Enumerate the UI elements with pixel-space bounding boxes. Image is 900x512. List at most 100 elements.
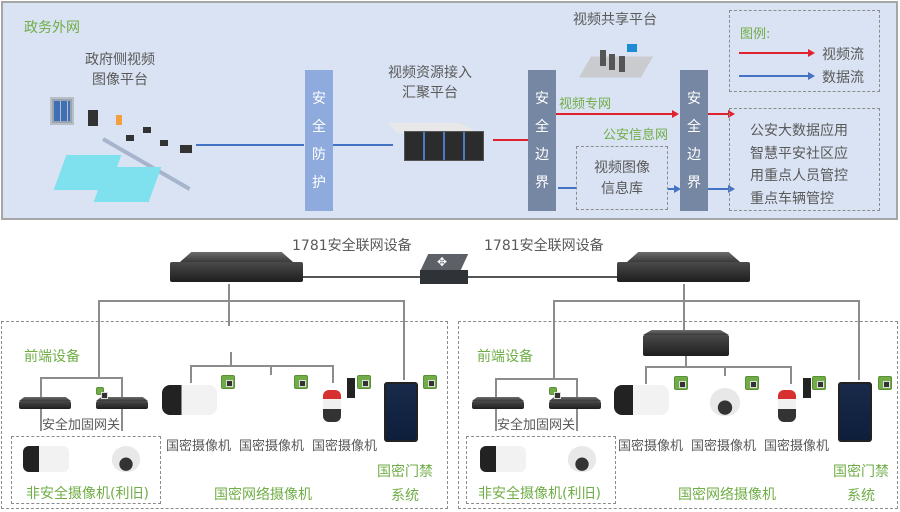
link-line (576, 409, 578, 431)
crypto-chip-icon (357, 375, 371, 389)
link-line (724, 366, 726, 376)
access-control-terminal-icon (838, 382, 872, 442)
security-boundary-left: 安 全 边 界 (528, 70, 556, 211)
link-line (230, 352, 232, 365)
bar-char: 安 (535, 90, 549, 107)
link-line (403, 300, 405, 380)
secure-network-device-left (170, 252, 303, 284)
camera-zone-2 (93, 167, 162, 202)
bar-char: 全 (535, 118, 549, 135)
video-wall-icon (50, 97, 74, 125)
crypto-chip-icon (294, 375, 308, 389)
police-net-label: 公安信息网 (603, 128, 669, 143)
gm-access-line1: 国密门禁 (377, 464, 433, 480)
link-line (190, 365, 332, 367)
link-line (553, 300, 555, 378)
image-db-line1: 视频图像 (594, 160, 650, 176)
arrow-right-icon (808, 72, 815, 80)
link-line (495, 378, 497, 398)
gateway-device-icon (19, 397, 71, 409)
crypto-chip-icon (878, 376, 892, 390)
gm-camera-label: 国密摄像机 (312, 439, 378, 454)
link-line (790, 366, 792, 384)
link-line (40, 377, 122, 379)
application-item: 用重点人员管控 (750, 168, 848, 184)
arrow-right-icon (728, 185, 735, 193)
access-platform-line2: 汇聚平台 (402, 85, 458, 101)
front-end-label: 前端设备 (477, 349, 533, 365)
link-line (228, 284, 230, 326)
gm-camera-label: 国密摄像机 (618, 439, 684, 454)
switch-icon (143, 127, 151, 133)
bar-char: 全 (312, 118, 326, 135)
ptz-camera-icon (778, 390, 796, 422)
gm-access-line2: 系统 (847, 488, 875, 504)
gateway-label: 安全加固网关 (42, 418, 121, 433)
link-line (645, 366, 647, 384)
video-flow-line (493, 139, 529, 141)
security-boundary-right: 安 全 边 界 (680, 70, 708, 211)
legend-box (729, 10, 880, 92)
device-label-right: 1781安全联网设备 (484, 238, 604, 254)
server-icon (88, 110, 98, 126)
arrow-right-icon (808, 49, 815, 57)
arrow-right-icon (674, 185, 681, 193)
link-line (645, 366, 791, 368)
link-line (121, 377, 123, 397)
switch-icon (160, 140, 168, 146)
data-flow-line (196, 144, 304, 146)
gm-network-camera-label: 国密网络摄像机 (214, 487, 312, 503)
link-line (98, 300, 100, 378)
legend-data-line (739, 75, 809, 77)
video-flow-line (556, 113, 672, 115)
link-line (98, 300, 404, 302)
link-line (303, 276, 420, 278)
image-db-box (576, 146, 668, 210)
legacy-camera-box (11, 436, 161, 504)
bar-char: 防 (312, 146, 326, 163)
link-line (332, 365, 334, 383)
link-line (576, 378, 578, 398)
application-item: 智慧平安社区应 (750, 145, 848, 162)
gm-camera-label: 国密摄像机 (764, 439, 830, 454)
crypto-chip-icon (423, 375, 437, 389)
bar-char: 界 (535, 174, 549, 191)
legend-video-line (739, 52, 809, 54)
gm-bullet-camera-icon (614, 385, 669, 415)
firewall-icon (116, 115, 122, 125)
crypto-chip-icon (674, 376, 688, 390)
gov-platform-label: 政府侧视频 图像平台 (70, 50, 170, 90)
access-platform-line1: 视频资源接入 (388, 65, 472, 81)
gm-bullet-camera-icon (162, 385, 217, 415)
link-line (495, 378, 577, 380)
ptz-camera-icon (323, 390, 341, 422)
gm-access-label: 国密门禁 系统 (828, 460, 894, 508)
crypto-chip-icon (96, 387, 108, 399)
front-end-group-right (458, 321, 898, 509)
applications-list: 公安大数据应用 智慧平安社区应 用重点人员管控 重点车辆管控 (750, 120, 848, 210)
front-end-label: 前端设备 (24, 349, 80, 365)
gm-access-label: 国密门禁 系统 (372, 460, 438, 508)
link-line (495, 409, 497, 431)
data-flow-line (668, 188, 674, 190)
image-db-line2: 信息库 (601, 181, 643, 197)
legacy-camera-label: 非安全摄像机(利旧) (478, 486, 601, 502)
applications-box (729, 108, 880, 211)
share-platform-label: 视频共享平台 (573, 12, 657, 28)
data-flow-line (558, 187, 576, 189)
gov-platform-diagram (48, 95, 198, 202)
secure-network-device-right (617, 252, 750, 284)
share-platform-icon (578, 42, 654, 84)
application-item: 重点车辆管控 (750, 190, 834, 207)
link-line (40, 409, 42, 431)
arrow-right-icon (672, 110, 679, 118)
gm-camera-label: 国密摄像机 (239, 439, 305, 454)
gm-access-line1: 国密门禁 (833, 464, 889, 480)
gm-network-camera-label: 国密网络摄像机 (678, 487, 776, 503)
switch-icon: ✥ (419, 252, 469, 288)
crypto-chip-icon (549, 387, 561, 399)
video-net-label: 视频专网 (559, 97, 612, 112)
application-item: 公安大数据应用 (750, 123, 848, 139)
gm-camera-label: 国密摄像机 (166, 439, 232, 454)
gm-dome-camera-icon (710, 388, 740, 416)
